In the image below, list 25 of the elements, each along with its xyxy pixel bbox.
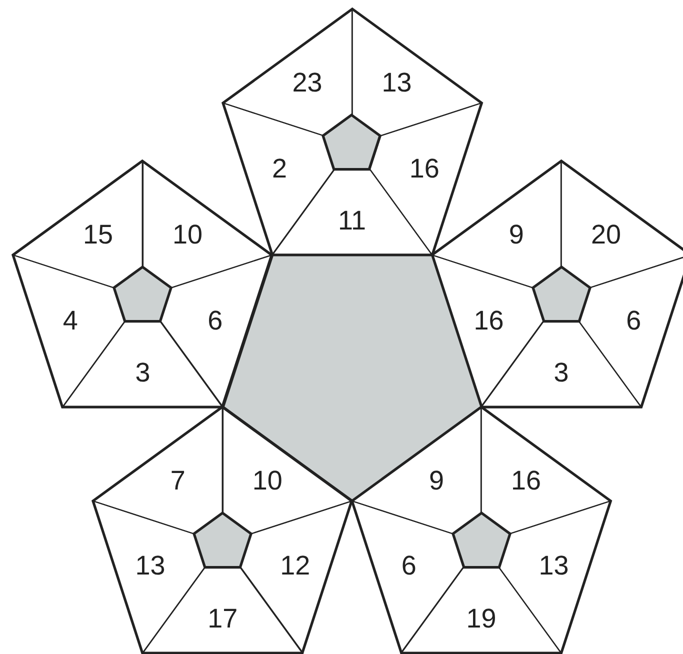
number-label: 6: [208, 307, 223, 334]
number-label: 13: [135, 552, 166, 580]
number-label: 6: [401, 552, 416, 580]
number-label: 15: [82, 222, 113, 249]
number-label: 10: [172, 222, 203, 249]
number-label: 3: [135, 360, 150, 387]
number-label: 16: [474, 307, 504, 334]
number-label: 20: [590, 222, 621, 249]
number-label: 19: [466, 606, 496, 633]
number-label: 12: [280, 552, 310, 580]
number-label: 3: [554, 360, 569, 387]
number-label: 10: [252, 468, 282, 495]
number-label: 9: [429, 468, 444, 495]
number-label: 23: [292, 70, 322, 97]
number-label: 16: [511, 468, 542, 495]
number-label: 2: [272, 155, 288, 182]
number-label: 11: [338, 208, 366, 235]
number-label: 9: [508, 222, 524, 249]
number-label: 7: [170, 468, 186, 495]
number-label: 4: [62, 307, 78, 334]
number-label: 16: [409, 155, 440, 182]
number-label: 13: [538, 552, 569, 580]
number-label: 13: [382, 70, 412, 97]
number-label: 17: [208, 606, 238, 633]
number-label: 6: [626, 307, 642, 334]
